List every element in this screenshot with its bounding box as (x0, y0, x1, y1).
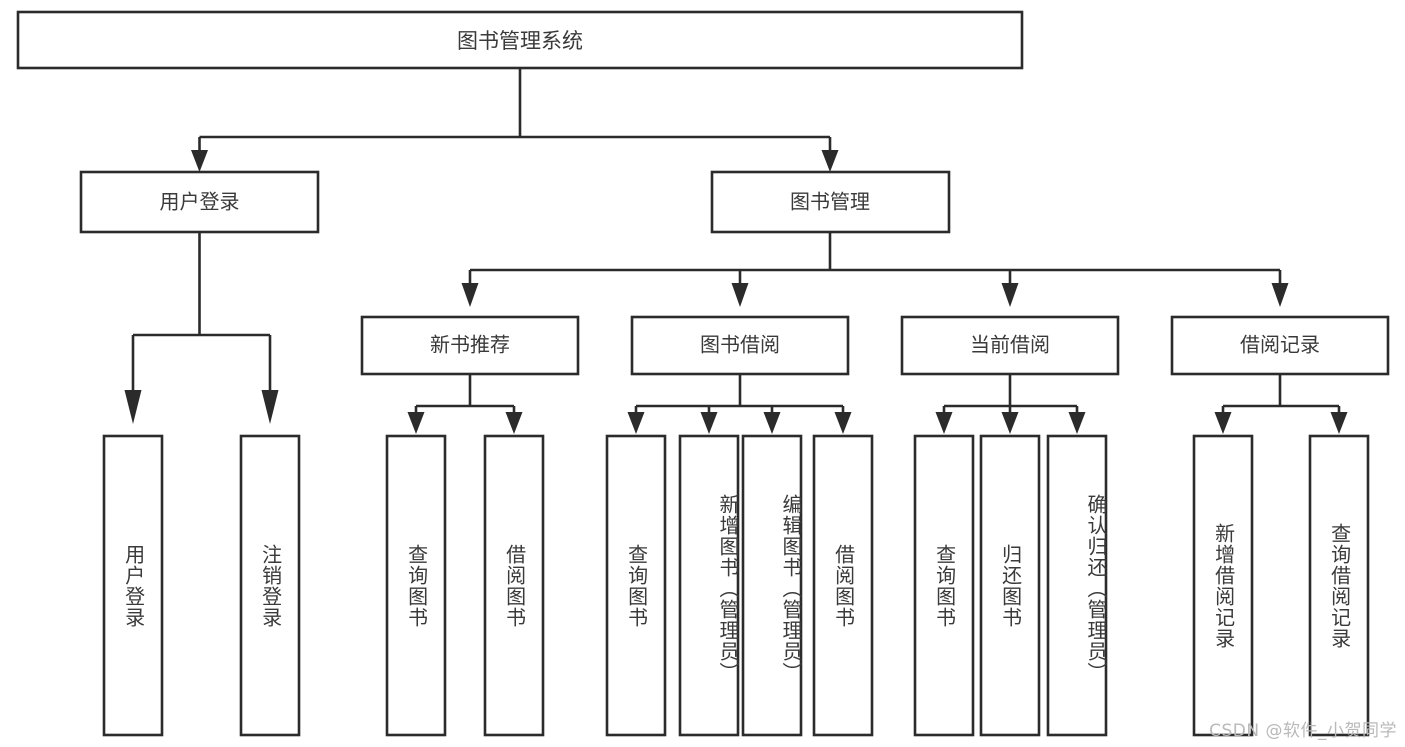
leaf-box-borrow-book-1[interactable] (483, 434, 545, 737)
csdn-watermark: CSDN @软件_小贺同学 (1209, 721, 1397, 741)
node-new-book-recommend[interactable]: 新书推荐 (360, 315, 580, 376)
leaf-boxes-current-borrow (913, 434, 1108, 737)
connector-new-book-to-leaves (407, 374, 523, 434)
node-user-login-label: 用户登录 (160, 190, 240, 214)
node-book-borrow[interactable]: 图书借阅 (630, 315, 850, 376)
connector-book-borrow-to-leaves (627, 374, 852, 434)
node-book-borrow-label: 图书借阅 (700, 333, 780, 357)
node-current-borrow[interactable]: 当前借阅 (900, 315, 1120, 376)
node-new-book-recommend-label: 新书推荐 (430, 333, 510, 357)
node-root-book-management-system[interactable]: 图书管理系统 (16, 10, 1024, 70)
node-user-login[interactable]: 用户登录 (79, 170, 320, 234)
connector-root-to-level2 (191, 68, 839, 172)
leaf-box-confirm-return[interactable] (1046, 434, 1108, 737)
node-borrow-record-label: 借阅记录 (1240, 333, 1320, 357)
node-root-label: 图书管理系统 (457, 29, 583, 53)
leaf-boxes-book-borrow (605, 434, 874, 737)
leaf-box-query-book-1[interactable] (385, 434, 447, 737)
leaf-boxes-new-book-recommend (385, 434, 545, 737)
connector-user-login-to-leaves (124, 232, 279, 424)
leaf-box-query-book-3[interactable] (913, 434, 975, 737)
node-current-borrow-label: 当前借阅 (970, 333, 1050, 357)
leaf-box-borrow-book-2[interactable] (812, 434, 874, 737)
connector-book-management-to-level3 (461, 232, 1289, 307)
leaf-boxes-borrow-record (1192, 434, 1370, 737)
leaf-box-edit-book[interactable] (741, 434, 803, 737)
leaf-box-add-borrow-record[interactable] (1192, 434, 1254, 737)
leaf-boxes-user-login (102, 434, 301, 737)
connector-borrow-record-to-leaves (1214, 374, 1348, 434)
node-book-management-label: 图书管理 (790, 190, 870, 214)
leaf-box-user-login[interactable] (102, 434, 164, 737)
leaf-box-add-book[interactable] (678, 434, 740, 737)
leaf-box-return-book[interactable] (979, 434, 1041, 737)
leaf-box-logout[interactable] (239, 434, 301, 737)
node-borrow-record[interactable]: 借阅记录 (1170, 315, 1390, 376)
node-book-management[interactable]: 图书管理 (710, 170, 951, 234)
leaf-box-query-borrow-record[interactable] (1308, 434, 1370, 737)
leaf-box-query-book-2[interactable] (605, 434, 667, 737)
connector-current-borrow-to-leaves (935, 374, 1086, 434)
